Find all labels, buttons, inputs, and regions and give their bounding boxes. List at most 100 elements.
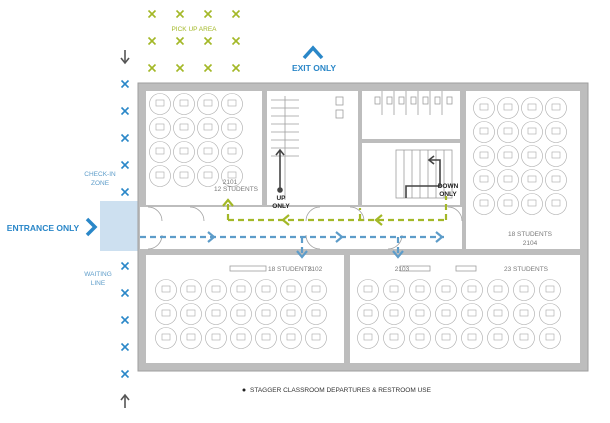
chevron-up-icon — [302, 45, 324, 60]
desk-icon — [305, 303, 327, 325]
chevron-right-icon — [85, 217, 98, 237]
desk-icon — [173, 165, 195, 187]
note-bullet — [242, 388, 246, 392]
desk-icon — [409, 279, 431, 301]
arrow-down-icon — [120, 50, 130, 65]
up-only-label-1: UP — [276, 195, 286, 202]
desk-icon — [521, 121, 543, 143]
desk-icon — [513, 327, 535, 349]
desk-icon — [545, 145, 567, 167]
down-stair-arrow-icon — [405, 155, 441, 198]
desk-icon — [383, 279, 405, 301]
desk-icon — [221, 141, 243, 163]
x-marker-icon — [147, 63, 157, 73]
desk-icon — [149, 117, 171, 139]
room-2102-number: 2102 — [308, 266, 323, 273]
desk-icon — [539, 303, 561, 325]
desk-icon — [473, 121, 495, 143]
desk-icon — [539, 279, 561, 301]
desk-icon — [180, 303, 202, 325]
x-marker-icon — [231, 63, 241, 73]
desk-icon — [173, 141, 195, 163]
room-2101-students: 12 STUDENTS — [214, 186, 259, 193]
x-marker-icon — [120, 79, 130, 89]
exit-path — [226, 196, 448, 222]
desk-icon — [221, 93, 243, 115]
desk-icon — [545, 121, 567, 143]
desk-icon — [497, 121, 519, 143]
desk-icon — [461, 327, 483, 349]
check-in-label-2: ZONE — [91, 180, 110, 187]
desk-icon — [357, 303, 379, 325]
room-2103-students: 23 STUDENTS — [504, 266, 549, 273]
desk-icon — [383, 303, 405, 325]
desk-icon — [197, 93, 219, 115]
desk-icon — [197, 117, 219, 139]
desk-icon — [513, 303, 535, 325]
desk-icon — [435, 303, 457, 325]
desk-icon — [473, 193, 495, 215]
desk-icon — [497, 97, 519, 119]
desk-icon — [487, 303, 509, 325]
desk-icon — [539, 327, 561, 349]
x-marker-icon — [120, 187, 130, 197]
waiting-line-label-1: WAITING — [84, 271, 112, 278]
stagger-note: STAGGER CLASSROOM DEPARTURES & RESTROOM … — [250, 387, 432, 394]
desk-icon — [383, 327, 405, 349]
desk-icon — [230, 327, 252, 349]
desk-icon — [180, 327, 202, 349]
x-marker-icon — [120, 369, 130, 379]
room-2103-number: 2103 — [395, 266, 410, 273]
desk-icon — [255, 327, 277, 349]
desk-icon — [461, 303, 483, 325]
desk-icon — [497, 145, 519, 167]
down-only-label-2: ONLY — [439, 191, 457, 198]
room-2102-students: 18 STUDENTS — [268, 266, 313, 273]
x-marker-icon — [120, 315, 130, 325]
entry-direction-arrows — [207, 231, 444, 259]
desk-icon — [305, 279, 327, 301]
waiting-line-label-2: LINE — [91, 280, 106, 287]
up-stair-arrow-icon — [275, 148, 285, 193]
desk-icon — [497, 193, 519, 215]
x-marker-icon — [203, 36, 213, 46]
desk-icon — [435, 279, 457, 301]
desk-icon — [305, 327, 327, 349]
check-in-label-1: CHECK-IN — [84, 171, 116, 178]
desk-icon — [149, 141, 171, 163]
desk-icon — [280, 303, 302, 325]
desk-icon — [409, 327, 431, 349]
desk-icon — [521, 145, 543, 167]
desk-icon — [545, 169, 567, 191]
desk-icon — [255, 279, 277, 301]
desk-icon — [173, 117, 195, 139]
pickup-area-label: PICK UP AREA — [171, 26, 217, 33]
desk-icon — [487, 327, 509, 349]
desk-icon — [461, 279, 483, 301]
queue-markers — [120, 79, 130, 379]
desk-icon — [513, 279, 535, 301]
desk-icon — [545, 193, 567, 215]
desk-icon — [205, 279, 227, 301]
x-marker-icon — [231, 9, 241, 19]
desk-icon — [255, 303, 277, 325]
x-marker-icon — [120, 106, 130, 116]
desk-icon — [521, 169, 543, 191]
desk-icon — [230, 279, 252, 301]
desk-icon — [205, 327, 227, 349]
desk-icon — [155, 279, 177, 301]
desk-layouts — [149, 93, 567, 349]
room-2104-number: 2104 — [523, 240, 538, 247]
entrance-only-label: ENTRANCE ONLY — [7, 223, 80, 233]
desk-icon — [473, 145, 495, 167]
desk-icon — [197, 141, 219, 163]
desk-icon — [155, 303, 177, 325]
down-only-label-1: DOWN — [438, 183, 459, 190]
desk-icon — [409, 303, 431, 325]
desk-icon — [357, 279, 379, 301]
desk-icon — [280, 279, 302, 301]
desk-icon — [230, 303, 252, 325]
check-in-zone — [100, 201, 138, 251]
entry-path — [140, 235, 444, 255]
